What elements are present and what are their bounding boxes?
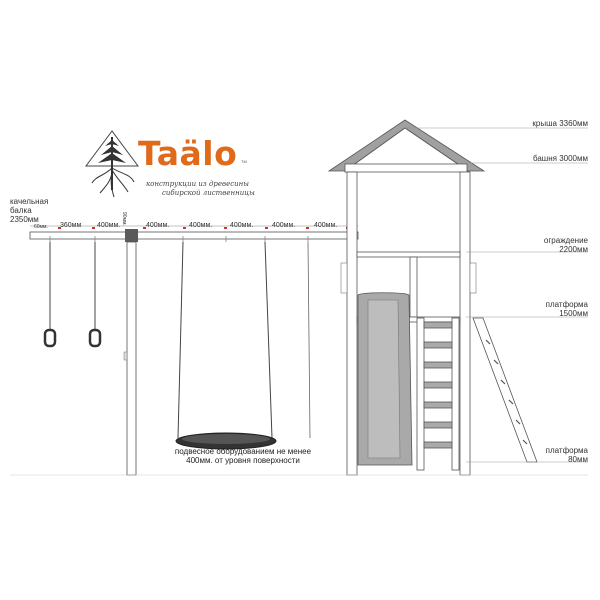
tree-emblem bbox=[85, 130, 139, 198]
swing-beam bbox=[29, 231, 359, 240]
swing-beam-label-2: балка bbox=[10, 206, 32, 215]
nest-swing bbox=[175, 241, 311, 450]
railing-label-1: ограждение bbox=[543, 236, 588, 245]
railing-label-2: 2200мм bbox=[559, 245, 588, 254]
swing-post bbox=[126, 241, 137, 476]
ladder bbox=[416, 317, 460, 471]
dim-400-e: 400мм. bbox=[272, 222, 296, 229]
dim-60: 60мм. bbox=[34, 224, 48, 230]
swing-beam-value: 2350мм bbox=[10, 215, 39, 224]
dim-400-f: 400мм. bbox=[314, 222, 338, 229]
dim-400-d: 400мм. bbox=[230, 222, 254, 229]
tagline-line2: сибирской лиственницы bbox=[162, 189, 255, 197]
platform-label-1: платформа bbox=[545, 300, 588, 309]
dim-90: 90мм. bbox=[121, 212, 127, 226]
slide bbox=[357, 292, 413, 466]
swing-beam-label-1: качельная bbox=[10, 197, 49, 206]
height-note: подвесное оборудованием не менее 400мм. … bbox=[174, 447, 312, 465]
dim-360: 360мм bbox=[60, 222, 82, 229]
platform-low-label-2: 80мм bbox=[568, 455, 588, 464]
dim-400-c: 400мм. bbox=[189, 222, 213, 229]
beam-bracket bbox=[125, 229, 138, 242]
roof-label: крыша 3360мм bbox=[532, 119, 588, 128]
dim-400-a: 400мм. bbox=[97, 222, 121, 229]
dim-400-b: 400мм. bbox=[146, 222, 170, 229]
gym-rings bbox=[43, 242, 102, 348]
tagline-line1: конструкции из древесины bbox=[146, 180, 249, 188]
platform-low-label-1: платформа bbox=[545, 446, 588, 455]
brand-logo: Taälo bbox=[138, 134, 238, 173]
tower-label: башня 3000мм bbox=[532, 154, 588, 163]
platform-label-2: 1500мм bbox=[559, 309, 588, 318]
ramp bbox=[472, 317, 538, 463]
trademark-mark: TM bbox=[241, 159, 247, 164]
